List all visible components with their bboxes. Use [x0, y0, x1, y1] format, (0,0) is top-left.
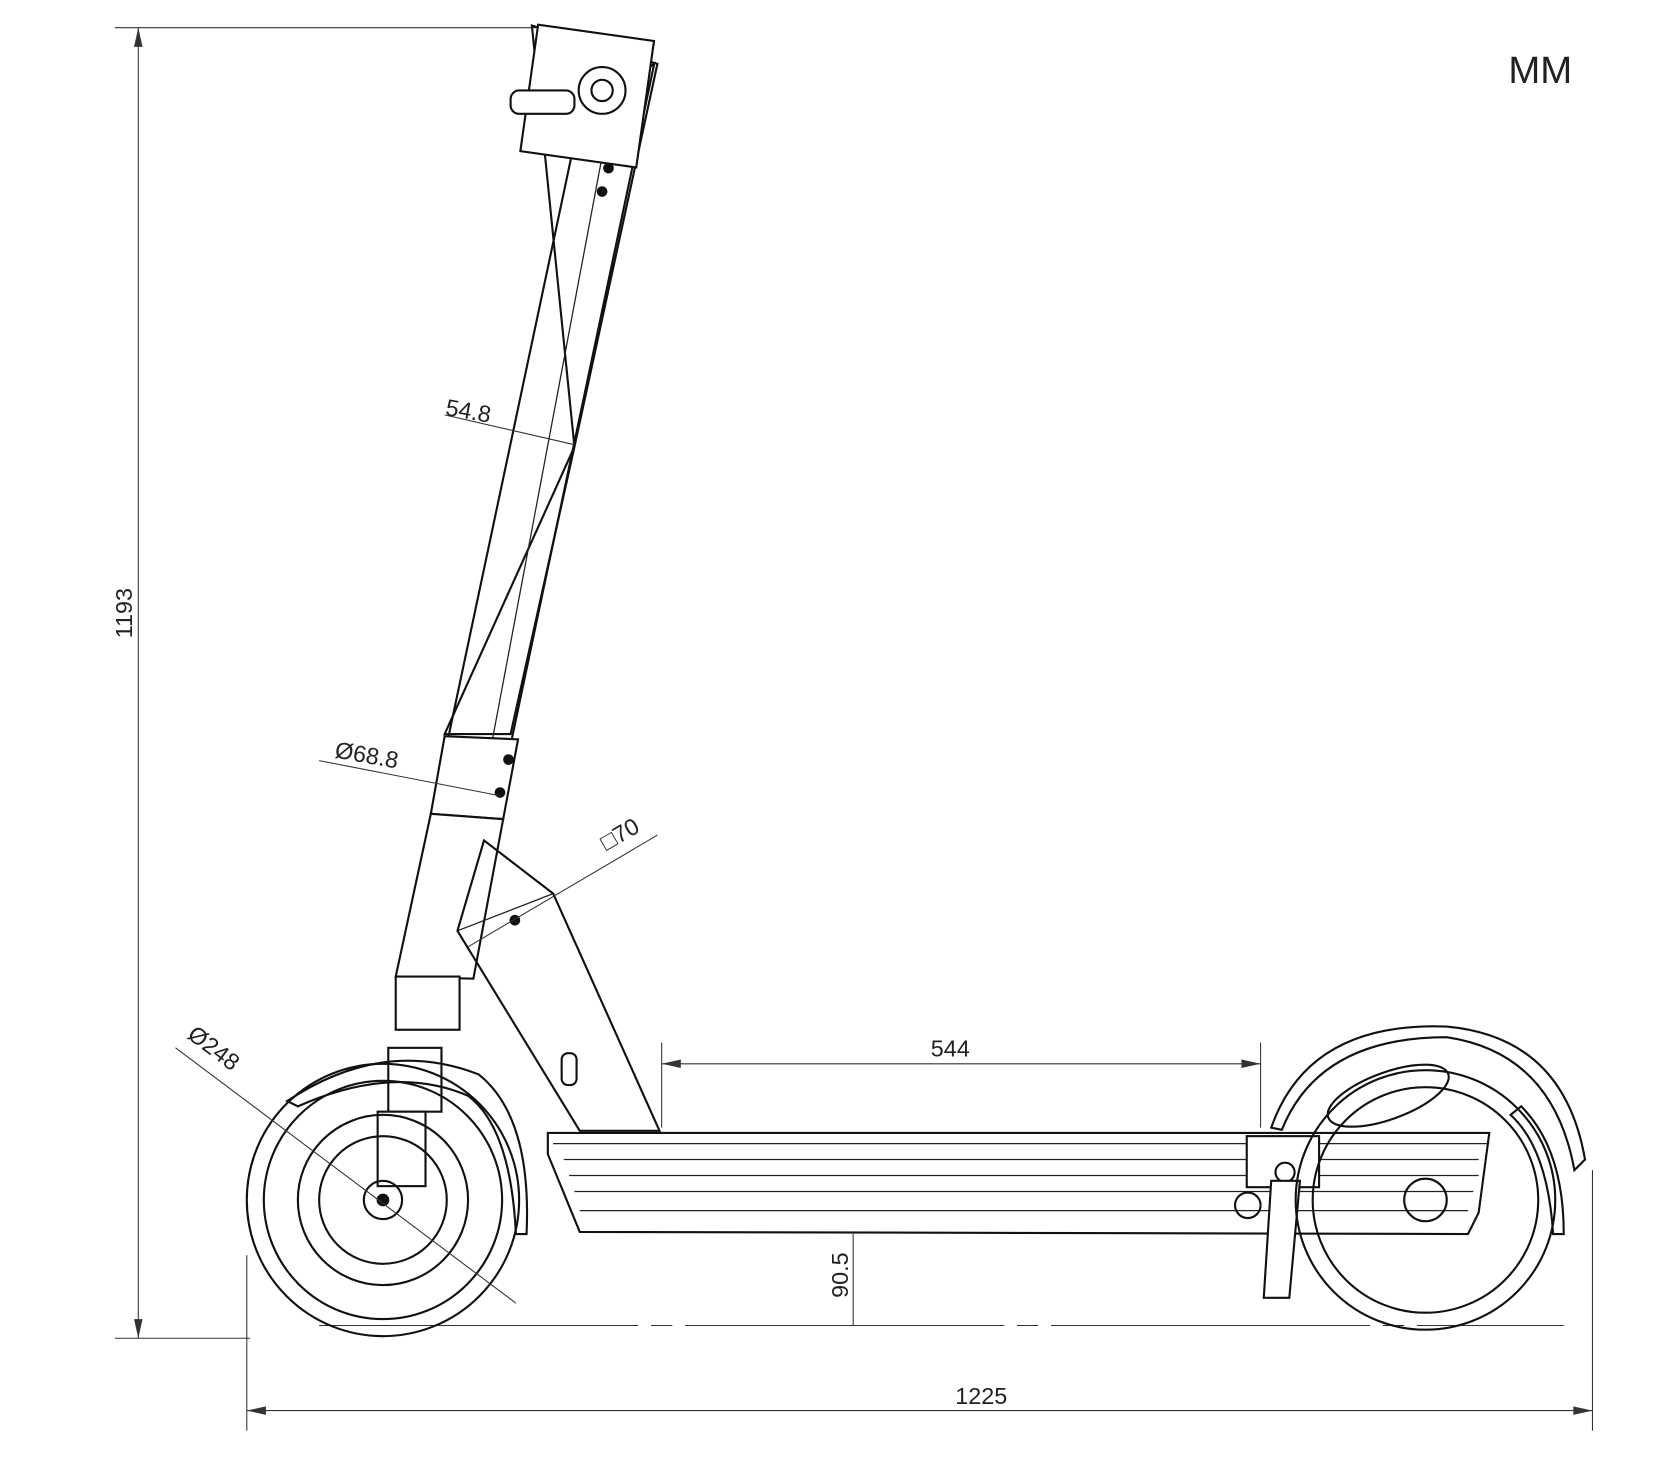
rear-wheel — [1269, 1025, 1587, 1331]
length-dimension: 1225 — [246, 1170, 1594, 1431]
height-dimension: 1193 — [111, 27, 538, 1339]
front-wheel — [245, 1059, 529, 1338]
units-label: MM — [1508, 49, 1572, 92]
steering-stem — [376, 23, 659, 1188]
height-label: 1193 — [111, 588, 137, 638]
length-label: 1225 — [955, 1383, 1007, 1409]
frame-neck — [456, 838, 662, 1132]
deck-length-label: 544 — [931, 1035, 970, 1061]
frame-square-label: □70 — [596, 813, 644, 856]
deck — [546, 1131, 1491, 1299]
stem-diameter-label: Ø68.8 — [333, 737, 400, 774]
clearance-label: 90.5 — [827, 1252, 853, 1298]
wheel-diameter-label: Ø248 — [183, 1020, 244, 1075]
stem-width-label: 54.8 — [444, 394, 493, 428]
